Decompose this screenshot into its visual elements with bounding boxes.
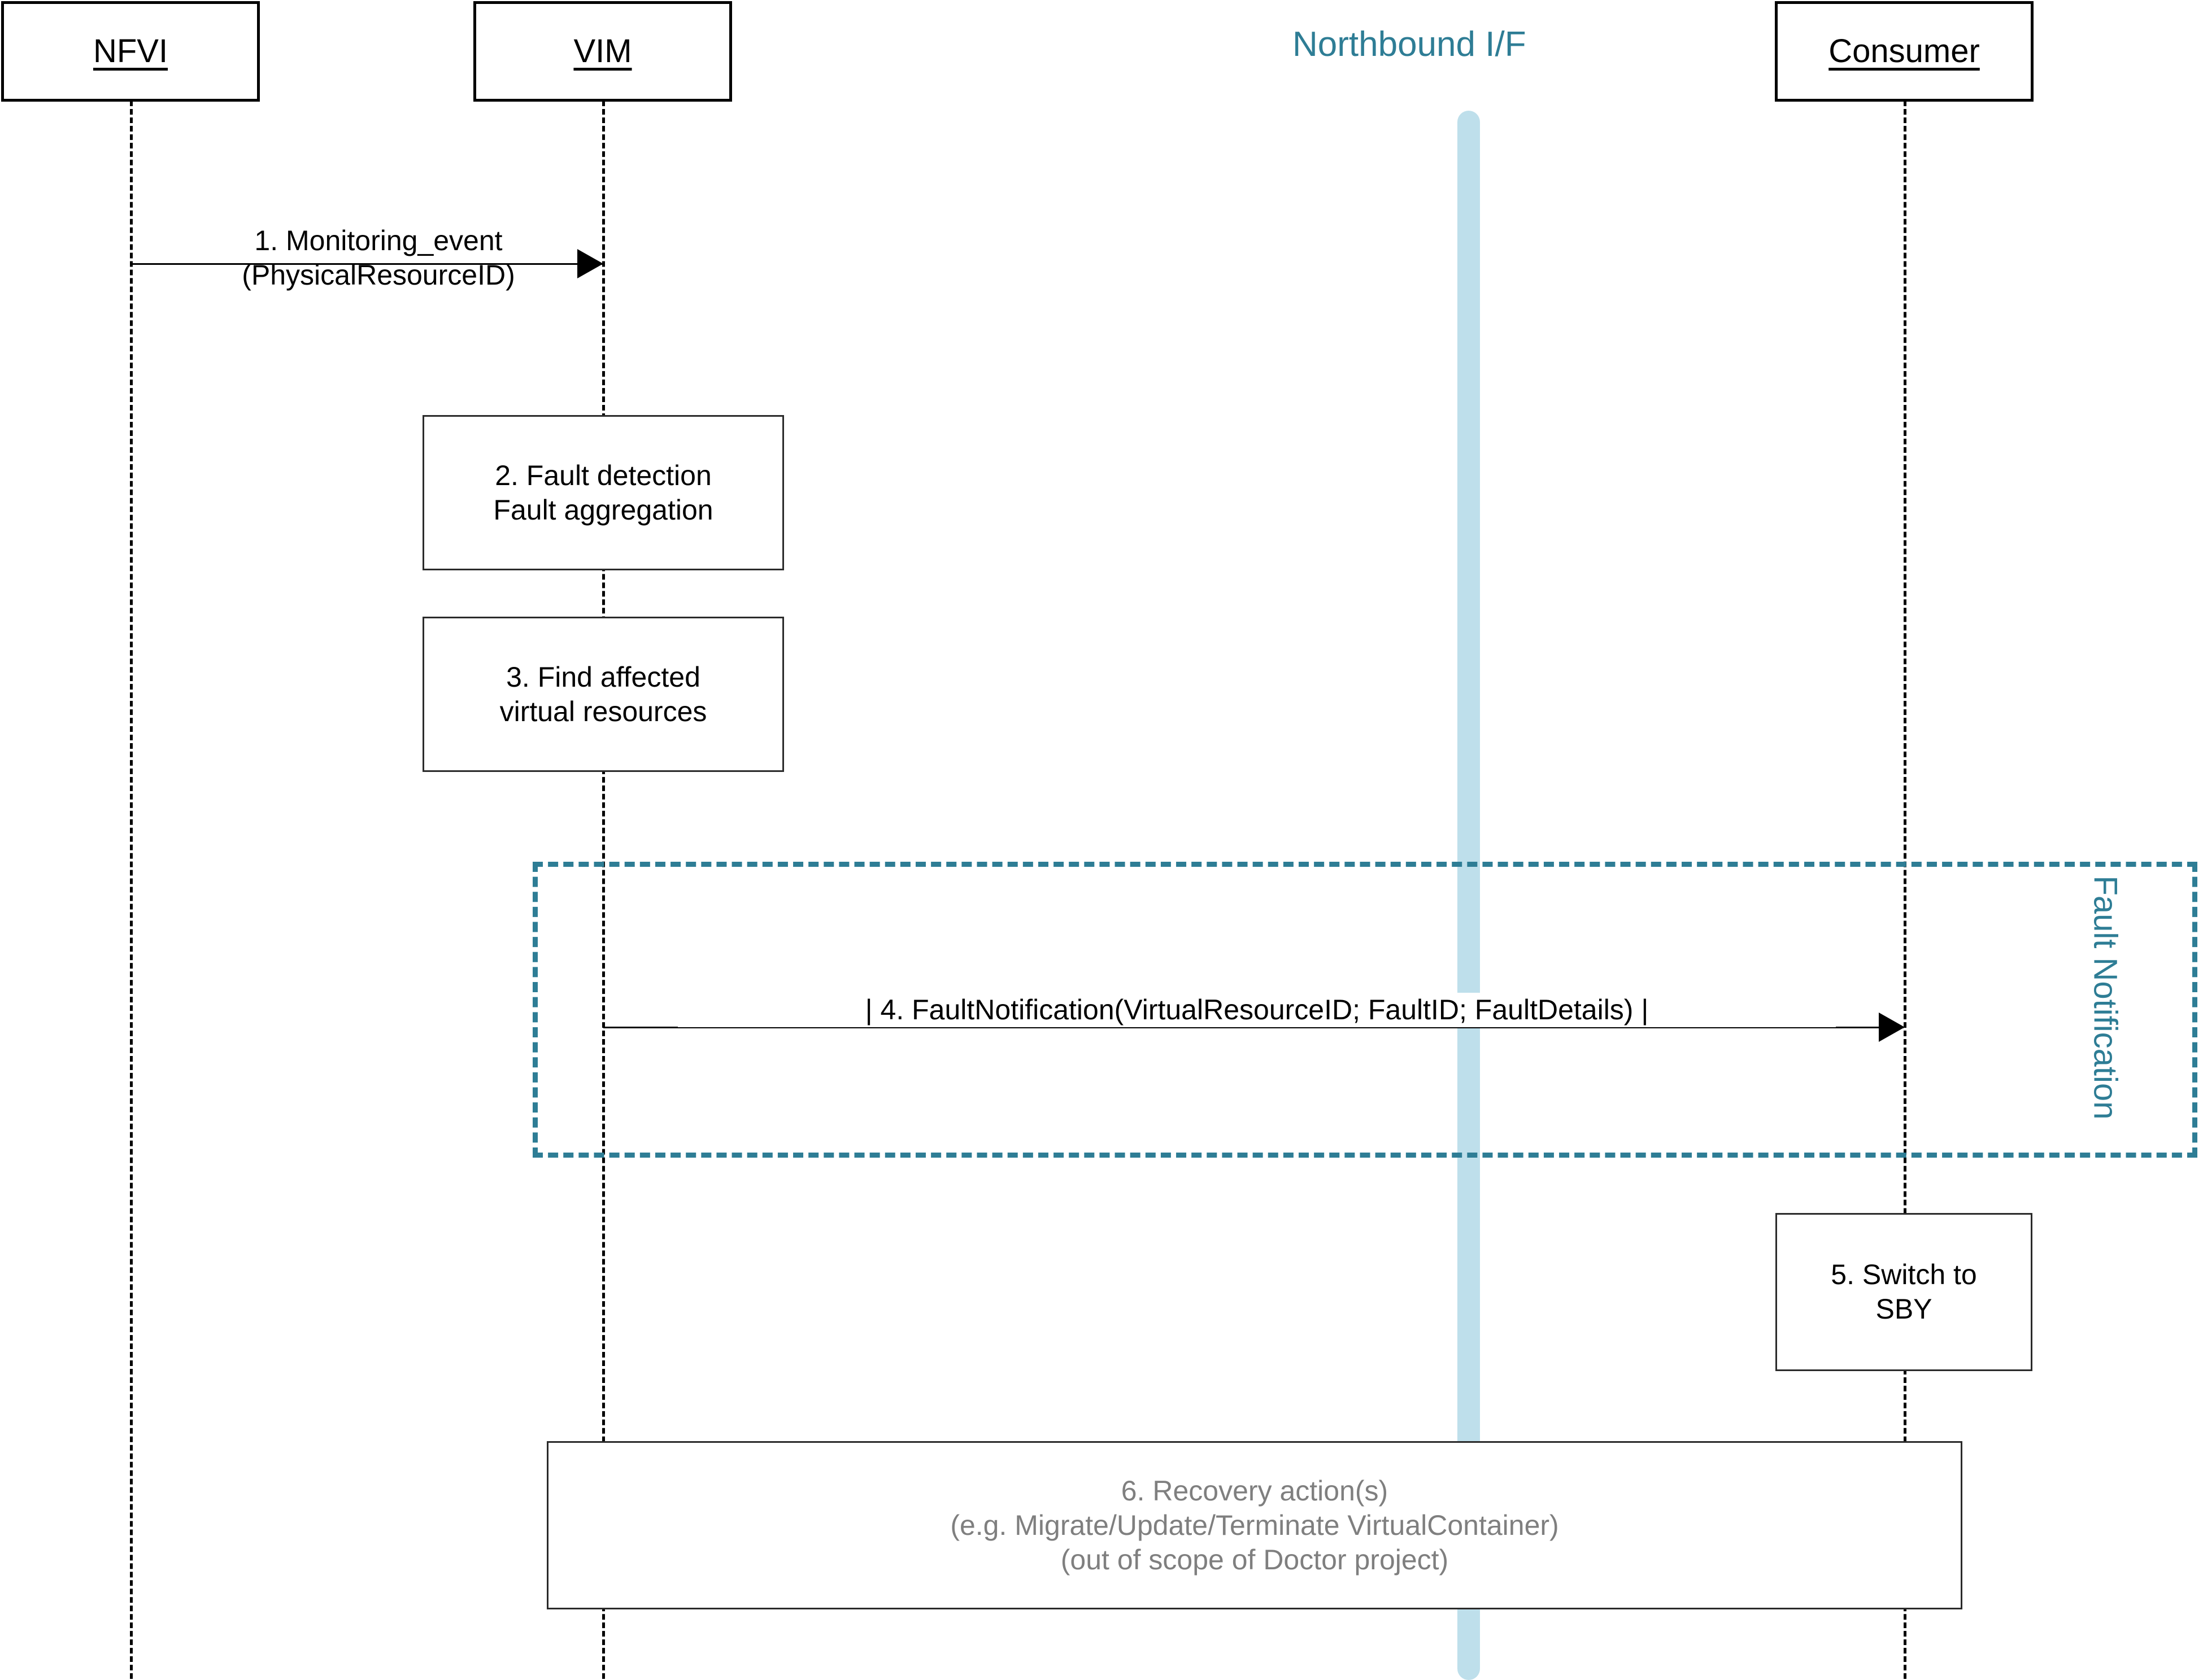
process-box-6-line-1: 6. Recovery action(s) <box>1121 1474 1388 1507</box>
participant-label-nfvi: NFVI <box>93 33 168 69</box>
process-box-6-recovery-actions[interactable]: 6. Recovery action(s) (e.g. Migrate/Upda… <box>547 1441 1962 1609</box>
message-1-label-line-1: 1. Monitoring_event <box>254 225 503 256</box>
process-box-3-line-1: 3. Find affected <box>506 661 700 693</box>
participant-box-vim[interactable]: VIM <box>473 1 732 102</box>
participant-label-consumer: Consumer <box>1828 33 1980 69</box>
process-box-6-line-3: (out of scope of Doctor project) <box>1060 1543 1449 1576</box>
participant-label-vim: VIM <box>573 33 632 69</box>
message-1-line <box>131 263 602 265</box>
northbound-interface-bar <box>1457 111 1480 1680</box>
process-box-2-fault-detection[interactable]: 2. Fault detection Fault aggregation <box>423 415 784 570</box>
process-box-6-line-2: (e.g. Migrate/Update/Terminate VirtualCo… <box>950 1509 1559 1541</box>
message-4-label: | 4. FaultNotification(VirtualResourceID… <box>678 993 1836 1027</box>
message-1-arrowhead <box>577 249 603 278</box>
northbound-interface-title: Northbound I/F <box>1292 25 1526 64</box>
process-box-5-switch-to-sby[interactable]: 5. Switch to SBY <box>1775 1213 2032 1371</box>
message-4-label-line-1: | 4. FaultNotification(VirtualResourceID… <box>865 994 1649 1026</box>
process-box-5-line-2: SBY <box>1875 1293 1932 1325</box>
message-1-label-line-2: (PhysicalResourceID) <box>242 259 515 291</box>
fault-notification-frame-label: Fault Notification <box>2087 875 2124 1120</box>
process-box-3-find-affected-resources[interactable]: 3. Find affected virtual resources <box>423 617 784 772</box>
fault-notification-frame <box>533 862 2197 1158</box>
lifeline-vim <box>602 101 605 1679</box>
lifeline-consumer <box>1904 101 1906 1679</box>
lifeline-nfvi <box>130 101 133 1679</box>
message-1-label: 1. Monitoring_event (PhysicalResourceID) <box>186 224 571 293</box>
participant-box-consumer[interactable]: Consumer <box>1775 1 2034 102</box>
process-box-5-line-1: 5. Switch to <box>1831 1259 1977 1290</box>
process-box-2-line-2: Fault aggregation <box>493 494 713 526</box>
participant-box-nfvi[interactable]: NFVI <box>1 1 260 102</box>
message-4-arrowhead <box>1879 1013 1905 1042</box>
message-4-line <box>603 1027 1904 1028</box>
process-box-2-line-1: 2. Fault detection <box>495 459 712 491</box>
process-box-3-line-2: virtual resources <box>499 695 707 727</box>
